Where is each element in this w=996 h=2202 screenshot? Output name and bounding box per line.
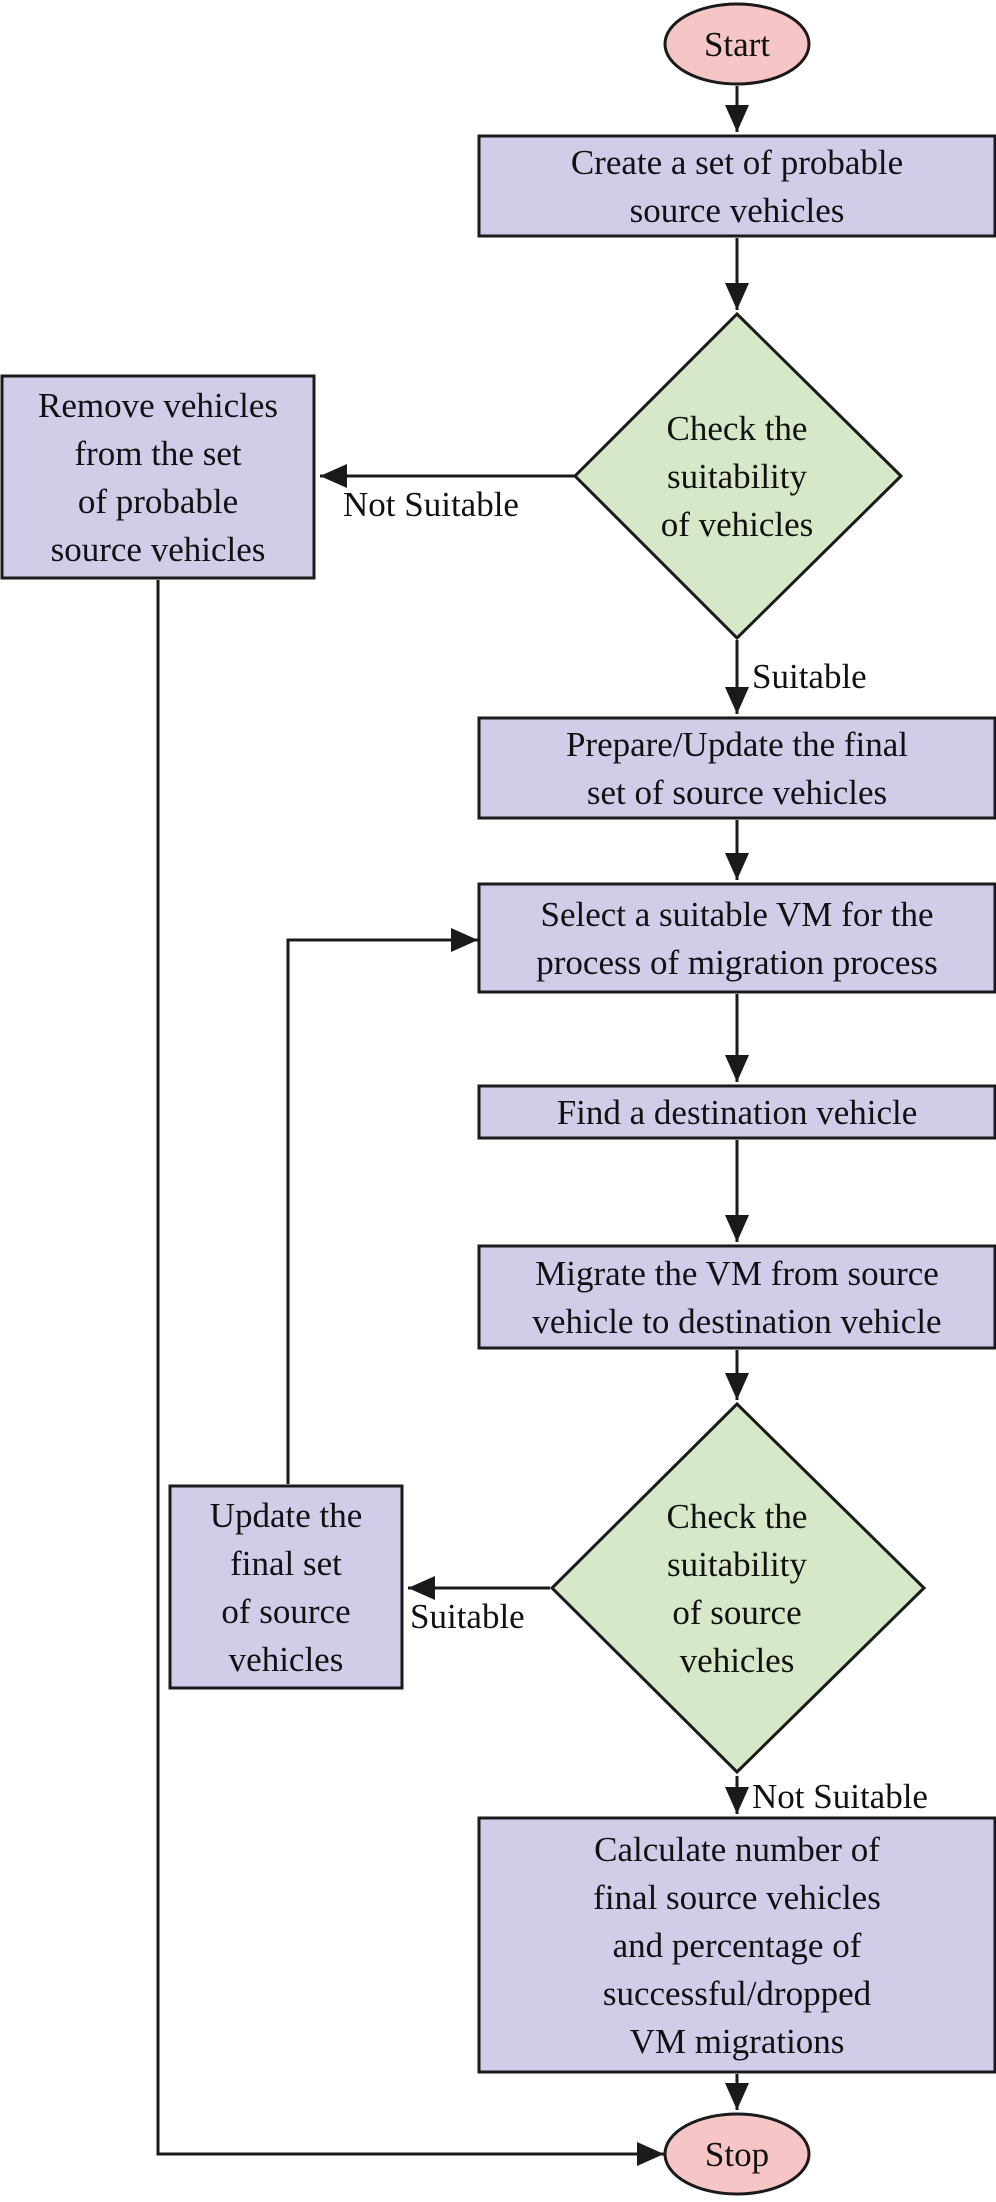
label-line: set of source vehicles	[587, 773, 887, 812]
label-line: suitability	[667, 1545, 808, 1584]
start-oval	[663, 2, 811, 86]
check-source-node: Check the suitability of source vehicles	[549, 1401, 927, 1775]
migrate-vm-label: Migrate the VM from source vehicle to des…	[532, 1254, 941, 1341]
label-line: Check the	[667, 409, 808, 448]
not-suitable-label-2: Not Suitable	[752, 1777, 928, 1816]
label-line: vehicles	[229, 1640, 344, 1679]
find-destination-label: Find a destination vehicle	[557, 1093, 918, 1132]
edge-labels: Not Suitable Suitable Suitable Not Suita…	[343, 485, 928, 1816]
stop-label: Stop	[705, 2135, 769, 2174]
label-line: Update the	[210, 1496, 363, 1535]
suitable-label-2: Suitable	[410, 1597, 525, 1636]
prepare-final-node: Prepare/Update the final set of source ve…	[477, 716, 996, 820]
label-line: Calculate number of	[594, 1830, 880, 1869]
label-line: vehicle to destination vehicle	[532, 1302, 941, 1341]
label-line: final set	[230, 1544, 342, 1583]
prepare-final-label: Prepare/Update the final set of source ve…	[566, 725, 908, 812]
label-line: process of migration process	[536, 943, 937, 982]
edge-update-to-select	[286, 928, 478, 1484]
migrate-vm-node: Migrate the VM from source vehicle to des…	[477, 1244, 996, 1350]
remove-vehicles-label: Remove vehicles from the set of probable so…	[38, 386, 278, 569]
label-line: and percentage of	[613, 1926, 862, 1965]
label-line: of source	[672, 1593, 801, 1632]
label-line: Select a suitable VM for the	[541, 895, 934, 934]
update-final-label: Update the final set of source vehicles	[210, 1496, 363, 1679]
prepare-final-box	[477, 716, 996, 820]
label-line: Create a set of probable	[571, 143, 903, 182]
label-line: Find a destination vehicle	[557, 1093, 918, 1132]
suitable-label-1: Suitable	[752, 657, 867, 696]
calculate-box	[477, 1816, 996, 2074]
label-line: of vehicles	[661, 505, 814, 544]
label-line: Start	[704, 25, 770, 64]
label-line: from the set	[74, 434, 241, 473]
not-suitable-label-1: Not Suitable	[343, 485, 519, 524]
label-line: source vehicles	[630, 191, 845, 230]
label-line: successful/dropped	[603, 1974, 872, 2013]
edge-remove-to-stop	[156, 580, 664, 2166]
label-line: of source	[221, 1592, 350, 1631]
label-line: VM migrations	[630, 2022, 845, 2061]
start-node: Start	[663, 2, 811, 86]
label-line: Migrate the VM from source	[535, 1254, 939, 1293]
label-line: of probable	[78, 482, 238, 521]
calculate-label: Calculate number of final source vehicles…	[593, 1830, 881, 2061]
check-source-label: Check the suitability of source vehicles	[667, 1497, 808, 1680]
migrate-vm-box	[477, 1244, 996, 1350]
check-source-diamond	[549, 1401, 927, 1775]
check-vehicles-diamond	[572, 311, 904, 641]
label-line: Stop	[705, 2135, 769, 2174]
create-set-box	[477, 134, 996, 238]
create-set-label: Create a set of probable source vehicles	[571, 143, 903, 230]
update-final-box	[168, 1484, 404, 1690]
edges	[156, 86, 749, 2166]
remove-vehicles-box	[0, 374, 316, 580]
select-vm-label: Select a suitable VM for the process of m…	[536, 895, 937, 982]
find-destination-box	[477, 1084, 996, 1140]
label-line: suitability	[667, 457, 808, 496]
select-vm-box	[477, 882, 996, 994]
check-vehicles-node: Check the suitability of vehicles	[572, 311, 904, 641]
select-vm-node: Select a suitable VM for the process of m…	[477, 882, 996, 994]
label-line: Check the	[667, 1497, 808, 1536]
remove-vehicles-node: Remove vehicles from the set of probable so…	[0, 374, 316, 580]
check-vehicles-label: Check the suitability of vehicles	[661, 409, 814, 544]
label-line: source vehicles	[51, 530, 266, 569]
label-line: Remove vehicles	[38, 386, 278, 425]
label-line: Prepare/Update the final	[566, 725, 908, 764]
stop-oval	[663, 2112, 811, 2196]
calculate-node: Calculate number of final source vehicles…	[477, 1816, 996, 2074]
label-line: vehicles	[680, 1641, 795, 1680]
find-destination-node: Find a destination vehicle	[477, 1084, 996, 1140]
create-set-node: Create a set of probable source vehicles	[477, 134, 996, 238]
update-final-node: Update the final set of source vehicles	[168, 1484, 404, 1690]
stop-node: Stop	[663, 2112, 811, 2196]
start-label: Start	[704, 25, 770, 64]
label-line: final source vehicles	[593, 1878, 881, 1917]
